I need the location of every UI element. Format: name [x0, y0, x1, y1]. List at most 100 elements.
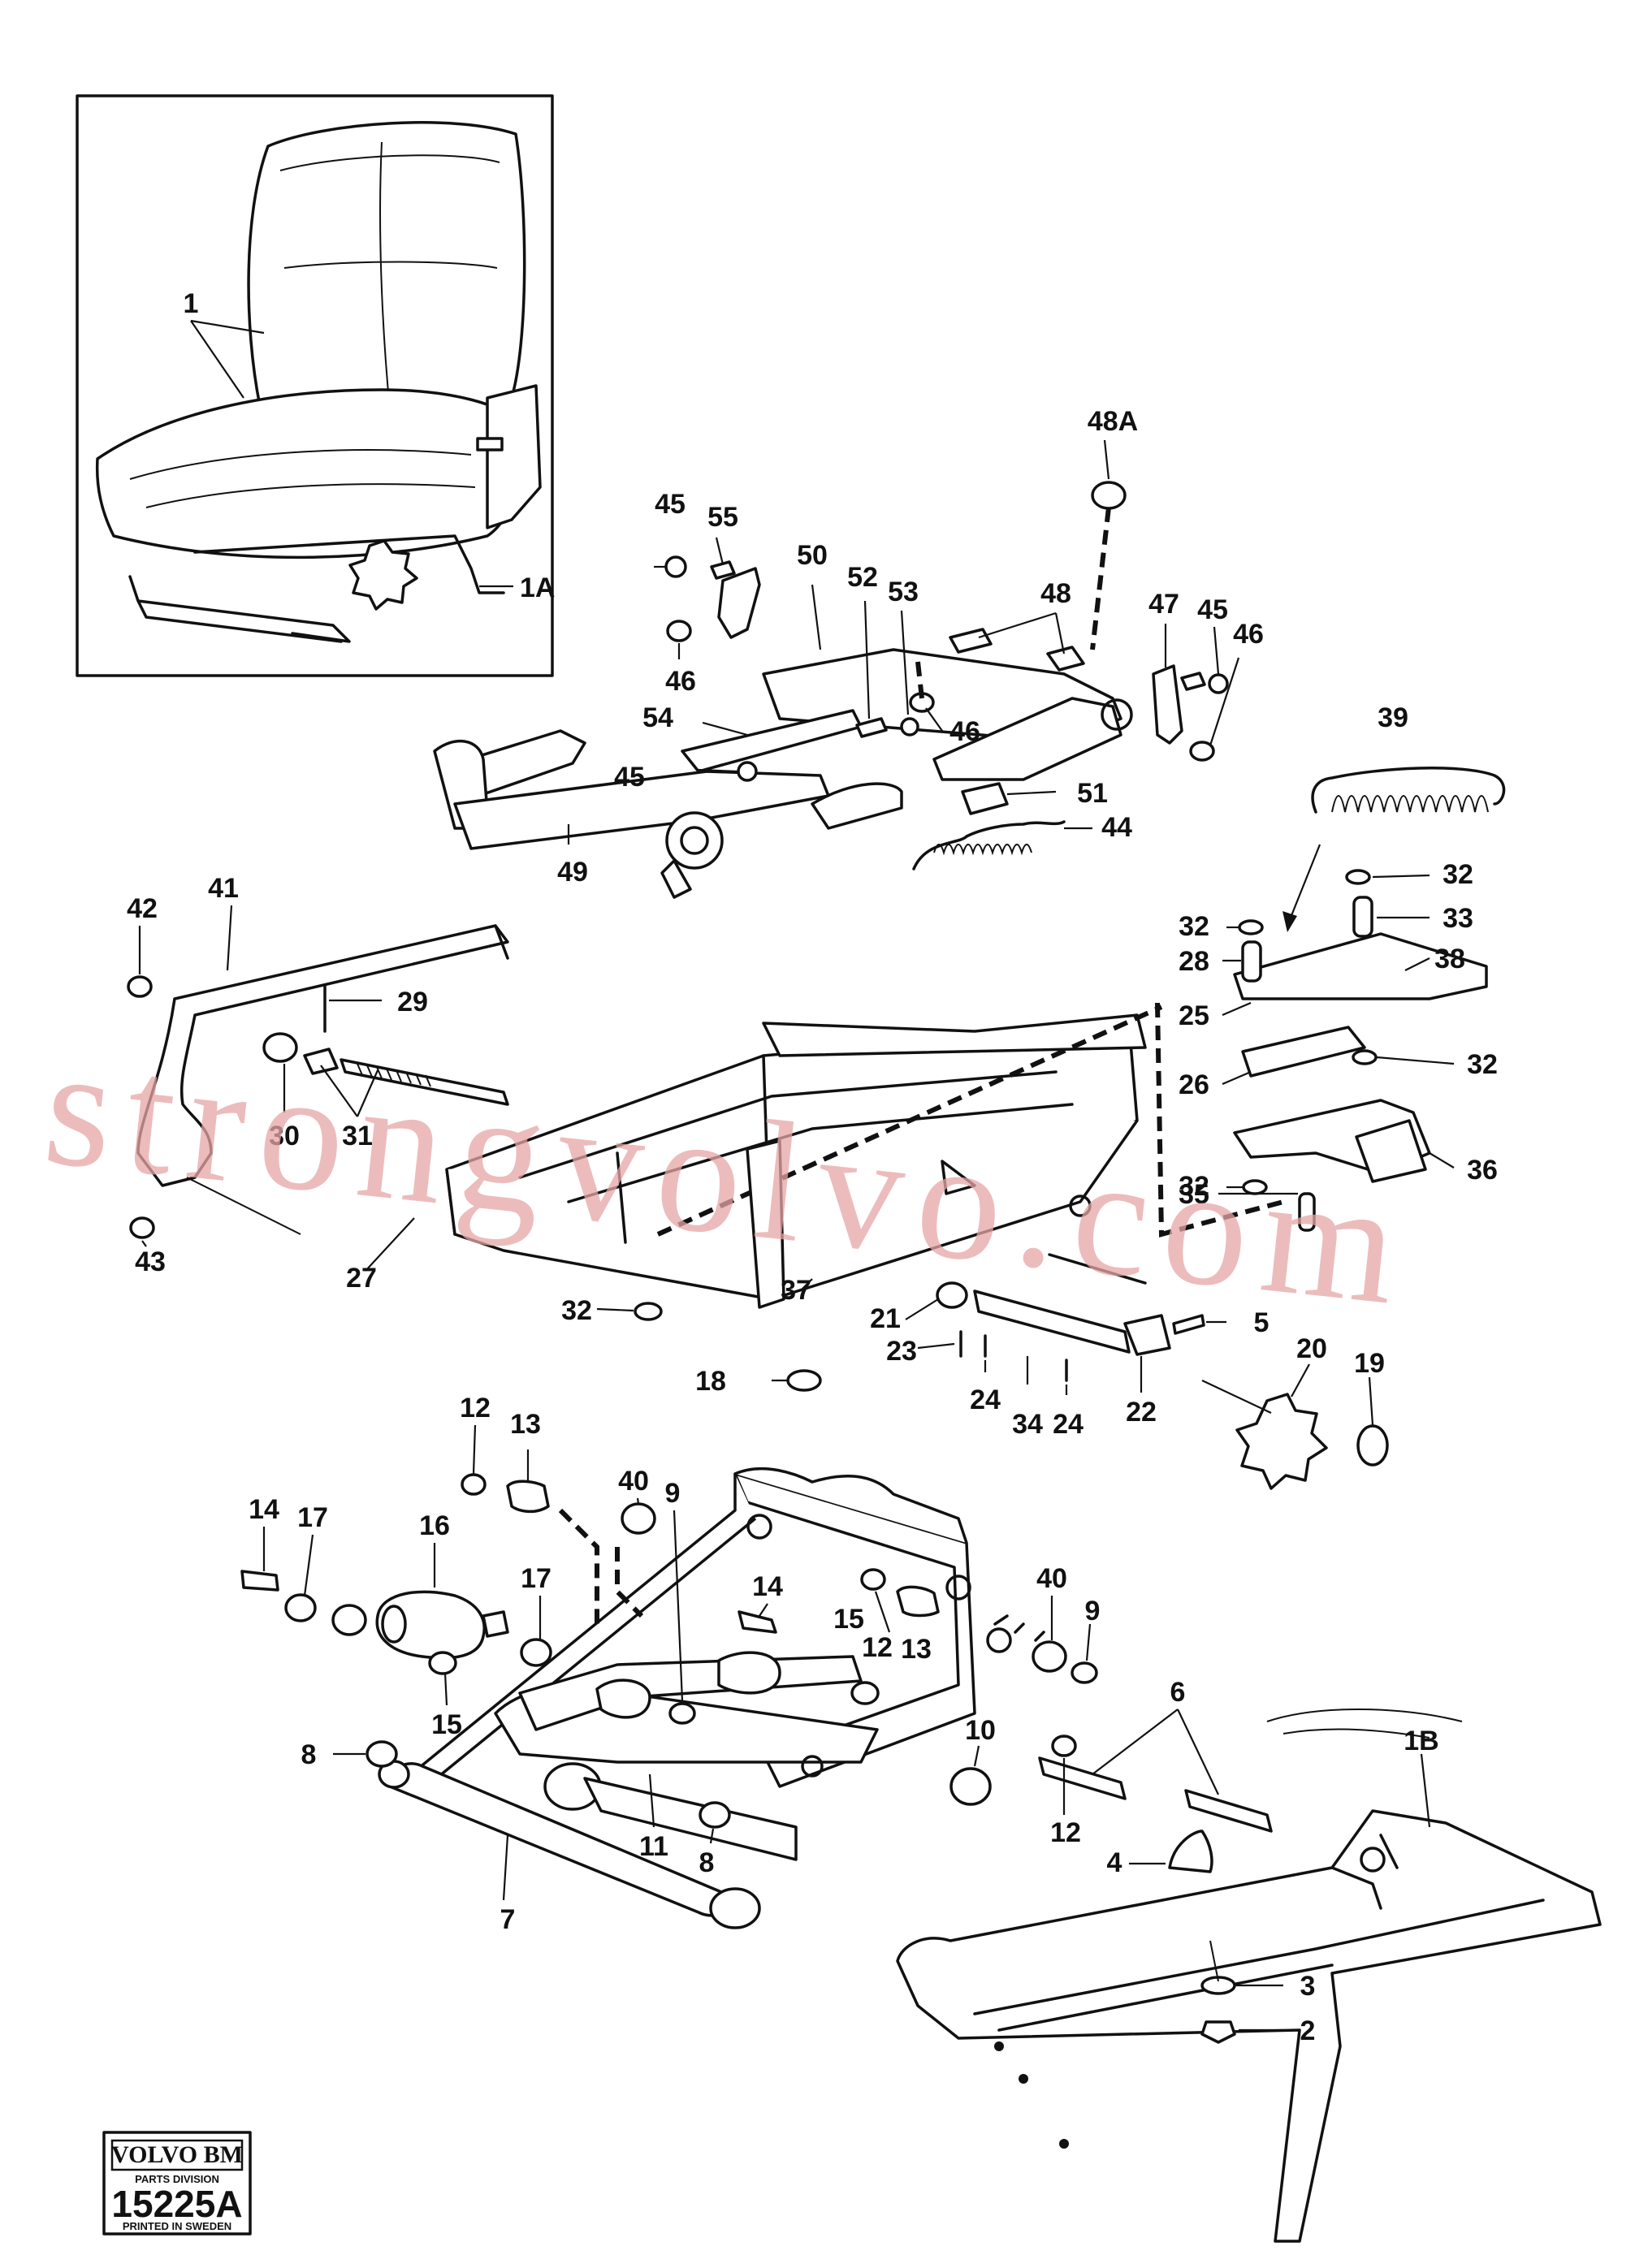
- shock-16-rod: [482, 1610, 509, 1638]
- label-30: 30: [269, 1121, 300, 1151]
- leader-52: [863, 600, 871, 719]
- plug-18: [786, 1369, 822, 1392]
- label-8a: 8: [301, 1739, 317, 1770]
- leader-31a: [320, 1065, 358, 1117]
- frame-hole-2: [945, 1575, 971, 1601]
- label-15a: 15: [431, 1709, 462, 1740]
- leader-6a: [1092, 1709, 1179, 1775]
- label-32a: 32: [1443, 859, 1473, 890]
- leader-12a: [472, 1424, 477, 1475]
- leader-15b: [874, 1591, 891, 1633]
- label-48: 48: [1040, 578, 1071, 609]
- label-32e: 32: [561, 1295, 592, 1326]
- buffer-4: [1168, 1830, 1213, 1873]
- leader-11: [648, 1773, 655, 1828]
- leader-6b: [1177, 1709, 1219, 1795]
- cushion-seams: [129, 449, 476, 508]
- label-3: 3: [1300, 1971, 1316, 2002]
- leader-9b: [1085, 1623, 1092, 1661]
- frame-27-ribs: [518, 1054, 1074, 1301]
- leader-27: [365, 1217, 415, 1272]
- nut-46c: [1189, 741, 1215, 762]
- label-20: 20: [1296, 1333, 1327, 1364]
- bushing-30: [262, 1032, 298, 1063]
- washer-12c: [1051, 1734, 1077, 1757]
- label-54: 54: [642, 702, 673, 733]
- pin-35: [1298, 1192, 1316, 1232]
- label-22: 22: [1126, 1397, 1157, 1428]
- label-14a: 14: [249, 1494, 279, 1525]
- base-frame-1B: [896, 1809, 1602, 2243]
- nut-15a: [428, 1651, 457, 1675]
- seat-knob: [348, 539, 418, 611]
- pin-13b: [896, 1585, 940, 1618]
- label-28: 28: [1179, 946, 1209, 977]
- shock-16-body: [375, 1590, 486, 1660]
- label-6: 6: [1170, 1677, 1186, 1708]
- spring-39-coils: [1331, 795, 1489, 813]
- label-37: 37: [781, 1275, 811, 1306]
- label-25: 25: [1179, 1000, 1209, 1031]
- label-50: 50: [797, 540, 828, 571]
- label-32b: 32: [1179, 911, 1209, 942]
- frame-hole-1: [746, 1514, 772, 1540]
- spring-and-levers: [1155, 767, 1506, 1238]
- leader-15a: [443, 1672, 448, 1706]
- label-49: 49: [557, 857, 588, 888]
- label-46c: 46: [1233, 619, 1264, 650]
- bolt-5: [1172, 1314, 1205, 1335]
- label-1A: 1A: [520, 572, 555, 603]
- frame-detail: [993, 1614, 1045, 1642]
- leader-48b: [1054, 612, 1066, 654]
- label-18: 18: [695, 1366, 726, 1397]
- bolt-14a: [240, 1570, 279, 1592]
- label-36: 36: [1467, 1155, 1498, 1186]
- link-arm-54: [681, 709, 863, 773]
- pin-28: [1241, 940, 1262, 983]
- leader-32e: [596, 1307, 634, 1312]
- leader-46b: [925, 707, 943, 732]
- shaft-34: [973, 1290, 1131, 1354]
- leader-1b: [190, 320, 244, 399]
- label-26: 26: [1179, 1069, 1209, 1100]
- label-45b: 45: [614, 762, 645, 793]
- seat-side-panel: [486, 384, 542, 529]
- bolt-48b: [1046, 646, 1085, 672]
- dash-48A: [1090, 507, 1111, 650]
- leader-37: [799, 1278, 813, 1292]
- washer-12a: [461, 1473, 487, 1496]
- pin-52: [855, 717, 888, 738]
- seat-drawing: [95, 121, 542, 643]
- leader-7: [502, 1834, 509, 1901]
- label-11: 11: [639, 1831, 668, 1862]
- label-2: 2: [1300, 2015, 1316, 2046]
- link-boss-right: [1101, 698, 1133, 731]
- badge-brand: VOLVO BM: [111, 2141, 243, 2168]
- label-51: 51: [1077, 778, 1108, 809]
- shaft-6b: [1184, 1789, 1273, 1833]
- dash-shock-link: [558, 1508, 644, 1624]
- label-9a: 9: [665, 1478, 681, 1509]
- label-17b: 17: [521, 1563, 551, 1594]
- base-frame: [896, 1709, 1602, 2243]
- label-43: 43: [135, 1246, 166, 1277]
- label-12b: 12: [862, 1632, 893, 1663]
- leader-17a: [303, 1534, 314, 1596]
- pin-33: [1352, 896, 1373, 938]
- label-13a: 13: [510, 1409, 541, 1440]
- leader-45b: [698, 768, 738, 773]
- leader-32a: [1372, 874, 1430, 879]
- label-17a: 17: [297, 1502, 328, 1533]
- leader-50: [811, 584, 822, 650]
- leader-32c: [1376, 1056, 1455, 1065]
- roller-right: [595, 1678, 651, 1719]
- knob-20-axis: [1201, 1380, 1272, 1414]
- label-27: 27: [346, 1263, 377, 1294]
- label-42: 42: [127, 893, 158, 924]
- seat-base-upper: [193, 534, 505, 594]
- washer-45c: [1208, 673, 1229, 694]
- frame-27-hole: [1069, 1194, 1092, 1217]
- leader-36: [1429, 1152, 1455, 1169]
- pin-13a: [506, 1480, 550, 1514]
- clip-32b: [1238, 919, 1264, 935]
